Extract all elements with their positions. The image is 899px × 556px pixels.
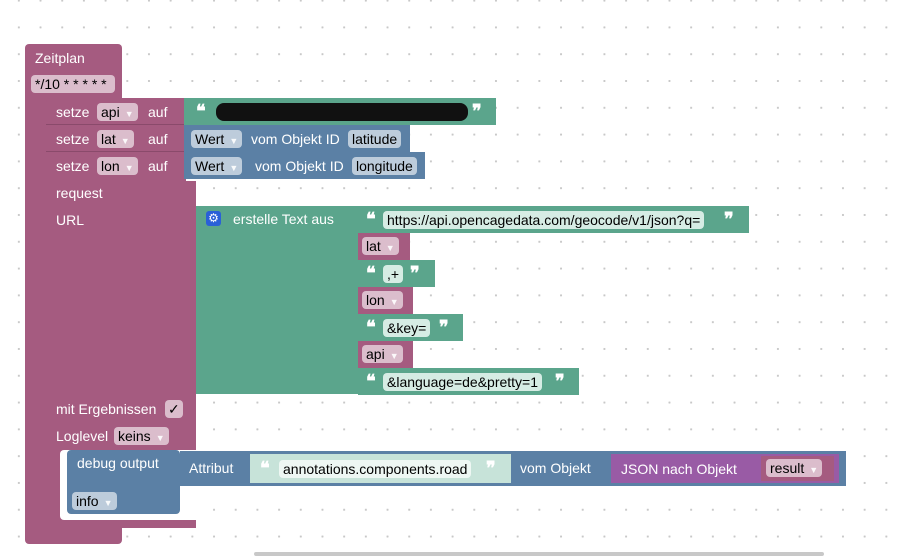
- chevron-down-icon: ▼: [124, 163, 134, 173]
- horizontal-scrollbar[interactable]: [254, 552, 824, 556]
- value-mode-dropdown[interactable]: Wert▼: [191, 157, 243, 175]
- loglevel-label: Loglevel: [56, 428, 109, 444]
- set-keyword: setze: [56, 131, 90, 147]
- with-results-label: mit Ergebnissen: [56, 401, 157, 417]
- chevron-down-icon: ▼: [229, 163, 239, 173]
- text-field[interactable]: &language=de&pretty=1: [383, 373, 543, 391]
- loglevel-dropdown[interactable]: keins▼: [114, 427, 169, 445]
- open-quote-icon: ❝: [366, 209, 376, 229]
- value-mode-dropdown[interactable]: Wert▼: [191, 130, 243, 148]
- gear-icon[interactable]: ⚙: [206, 211, 221, 226]
- open-quote-icon: ❝: [366, 371, 376, 391]
- chevron-down-icon: ▼: [124, 109, 134, 119]
- api-key-redacted[interactable]: [216, 103, 468, 121]
- to-label: auf: [148, 158, 168, 174]
- variable-dropdown-lat[interactable]: lat▼: [362, 237, 399, 255]
- chevron-down-icon: ▼: [385, 243, 395, 253]
- open-quote-icon: ❝: [260, 458, 270, 478]
- join-label: erstelle Text aus: [233, 211, 334, 227]
- close-quote-icon: ❞: [486, 458, 496, 478]
- schedule-title: Zeitplan: [35, 50, 85, 66]
- with-results-checkbox[interactable]: ✓: [165, 400, 183, 418]
- chevron-down-icon: ▼: [809, 465, 819, 475]
- attribute-field[interactable]: annotations.components.road: [279, 460, 472, 478]
- close-quote-icon: ❞: [472, 101, 482, 121]
- open-quote-icon: ❝: [366, 317, 376, 337]
- variable-dropdown-lon[interactable]: lon▼: [362, 291, 403, 309]
- close-quote-icon: ❞: [410, 263, 420, 283]
- from-object-label: vom Objekt ID: [251, 131, 340, 147]
- variable-dropdown-api[interactable]: api▼: [97, 103, 138, 121]
- join-text-block[interactable]: [196, 206, 358, 394]
- chevron-down-icon: ▼: [389, 351, 399, 361]
- close-quote-icon: ❞: [724, 209, 734, 229]
- to-label: auf: [148, 104, 168, 120]
- open-quote-icon: ❝: [366, 263, 376, 283]
- from-object-label: vom Objekt ID: [255, 158, 344, 174]
- cron-field[interactable]: */10 * * * * *: [31, 75, 115, 93]
- text-field[interactable]: https://api.opencagedata.com/geocode/v1/…: [383, 211, 705, 229]
- to-label: auf: [148, 131, 168, 147]
- request-title: request: [56, 185, 103, 201]
- close-quote-icon: ❞: [555, 371, 565, 391]
- debug-level-dropdown[interactable]: info▼: [72, 492, 117, 510]
- text-field[interactable]: ,+: [383, 265, 404, 283]
- chevron-down-icon: ▼: [229, 136, 239, 146]
- from-object-label: vom Objekt: [520, 460, 591, 476]
- json-label: JSON nach Objekt: [621, 461, 737, 477]
- set-keyword: setze: [56, 158, 90, 174]
- variable-dropdown-lat[interactable]: lat▼: [97, 130, 134, 148]
- variable-dropdown-result[interactable]: result▼: [766, 459, 823, 477]
- attribute-label: Attribut: [189, 460, 234, 476]
- variable-dropdown-api[interactable]: api▼: [362, 345, 403, 363]
- set-keyword: setze: [56, 104, 90, 120]
- chevron-down-icon: ▼: [389, 297, 399, 307]
- debug-label: debug output: [77, 455, 159, 471]
- chevron-down-icon: ▼: [103, 498, 113, 508]
- url-label: URL: [56, 212, 85, 228]
- object-id-field[interactable]: longitude: [352, 157, 417, 175]
- open-quote-icon: ❝: [196, 101, 206, 121]
- close-quote-icon: ❞: [439, 317, 449, 337]
- variable-dropdown-lon[interactable]: lon▼: [97, 157, 138, 175]
- chevron-down-icon: ▼: [120, 136, 130, 146]
- object-id-field[interactable]: latitude: [348, 130, 402, 148]
- text-field[interactable]: &key=: [383, 319, 431, 337]
- chevron-down-icon: ▼: [155, 433, 165, 443]
